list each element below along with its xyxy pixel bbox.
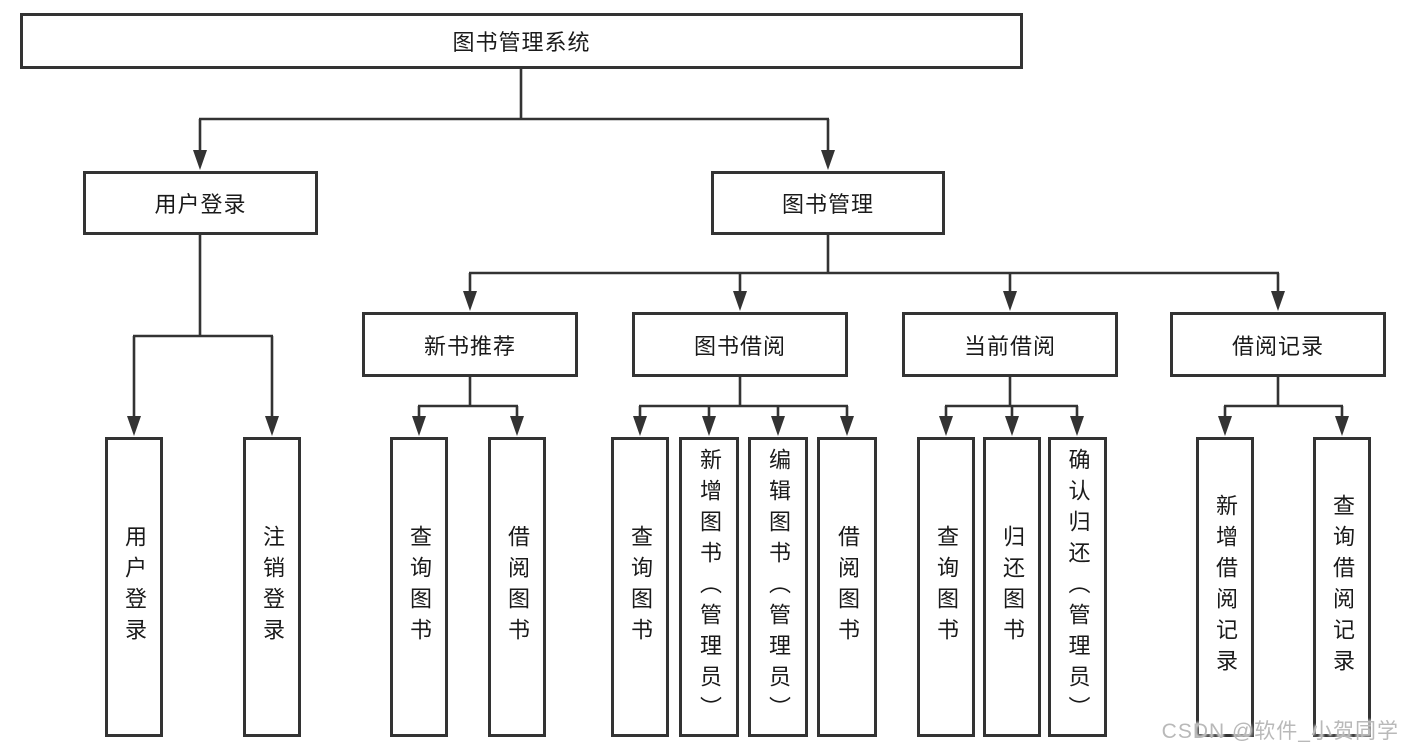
leaf-query-books-2: 查询图书 xyxy=(611,437,669,737)
leaf-user-login-label: 用户登录 xyxy=(122,525,147,649)
node-root-system-label: 图书管理系统 xyxy=(452,30,591,55)
leaf-query-books-1: 查询图书 xyxy=(390,437,448,737)
node-book-management-label: 图书管理 xyxy=(781,192,874,217)
leaf-borrow-books-1: 借阅图书 xyxy=(488,437,546,737)
leaf-add-books-admin: 新增图书（管理员） xyxy=(679,437,739,737)
node-root-system: 图书管理系统 xyxy=(20,13,1023,69)
leaf-logout: 注销登录 xyxy=(243,437,301,737)
connector-book-borrow-to-leaves xyxy=(633,377,854,436)
node-user-login-label: 用户登录 xyxy=(154,192,247,217)
node-new-book-recommend-label: 新书推荐 xyxy=(423,333,516,359)
leaf-query-borrow-record: 查询借阅记录 xyxy=(1313,437,1371,737)
node-book-borrow-label: 图书借阅 xyxy=(693,333,786,359)
leaf-edit-books-admin-label: 编辑图书（管理员） xyxy=(766,447,791,727)
leaf-return-books-label: 归还图书 xyxy=(1000,525,1025,649)
node-current-borrow-label: 当前借阅 xyxy=(963,333,1056,359)
node-book-management: 图书管理 xyxy=(711,171,945,235)
watermark: CSDN @软件_小贺同学 xyxy=(1161,720,1399,743)
node-user-login: 用户登录 xyxy=(83,171,318,235)
leaf-confirm-return-admin-label: 确认归还（管理员） xyxy=(1065,447,1091,727)
leaf-query-books-1-label: 查询图书 xyxy=(407,525,432,649)
leaf-borrow-books-2-label: 借阅图书 xyxy=(835,525,860,649)
node-book-borrow: 图书借阅 xyxy=(632,312,848,377)
leaf-confirm-return-admin: 确认归还（管理员） xyxy=(1048,437,1107,737)
leaf-edit-books-admin: 编辑图书（管理员） xyxy=(748,437,808,737)
leaf-query-books-3-label: 查询图书 xyxy=(934,525,959,649)
node-borrow-records: 借阅记录 xyxy=(1170,312,1386,377)
node-borrow-records-label: 借阅记录 xyxy=(1231,333,1324,359)
connector-current-borrow-to-leaves xyxy=(939,377,1084,436)
connector-borrow-records-to-leaves xyxy=(1218,377,1349,436)
leaf-query-books-3: 查询图书 xyxy=(917,437,975,737)
leaf-query-books-2-label: 查询图书 xyxy=(628,525,653,649)
leaf-add-books-admin-label: 新增图书（管理员） xyxy=(697,447,722,727)
leaf-add-borrow-record: 新增借阅记录 xyxy=(1196,437,1254,737)
leaf-borrow-books-2: 借阅图书 xyxy=(817,437,877,737)
node-new-book-recommend: 新书推荐 xyxy=(362,312,578,377)
leaf-query-borrow-record-label: 查询借阅记录 xyxy=(1330,494,1355,680)
connector-new-book-to-leaves xyxy=(412,377,524,436)
node-current-borrow: 当前借阅 xyxy=(902,312,1118,377)
leaf-user-login: 用户登录 xyxy=(105,437,163,737)
leaf-borrow-books-1-label: 借阅图书 xyxy=(505,525,530,649)
leaf-add-borrow-record-label: 新增借阅记录 xyxy=(1213,494,1238,680)
connector-user-login-to-leaves xyxy=(127,235,279,436)
connector-root-to-level2 xyxy=(193,69,835,170)
leaf-logout-label: 注销登录 xyxy=(260,525,285,649)
connector-book-mgmt-to-level3 xyxy=(463,235,1285,311)
leaf-return-books: 归还图书 xyxy=(983,437,1041,737)
